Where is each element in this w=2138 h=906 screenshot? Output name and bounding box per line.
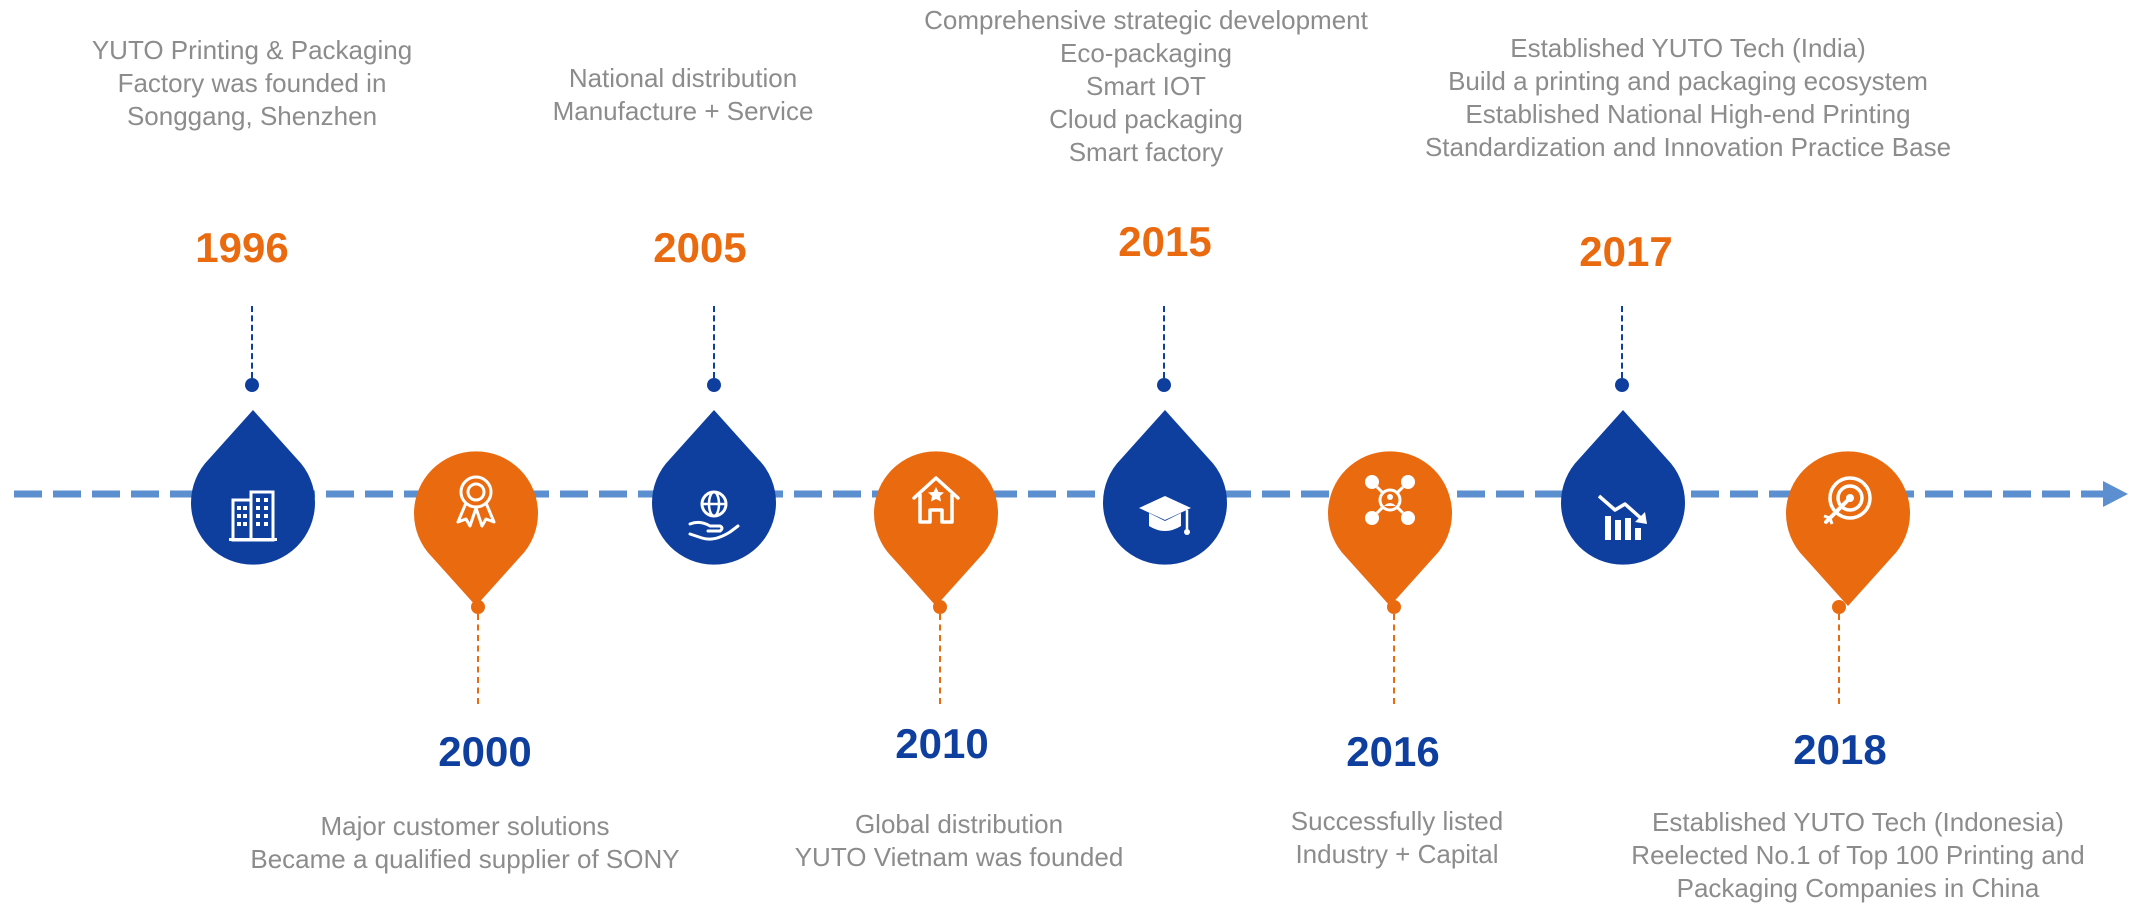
- target-icon: [1823, 476, 1872, 525]
- milestone-2005-connector: [707, 306, 721, 396]
- milestone-2017-description: Established YUTO Tech (India) Build a pr…: [1425, 32, 1951, 164]
- description-line: Songgang, Shenzhen: [126, 101, 378, 131]
- description-line: National distribution: [568, 63, 798, 93]
- network-icon: [1365, 475, 1415, 525]
- milestone-1996-pin: [191, 410, 315, 580]
- milestone-2005-year: 2005: [653, 224, 747, 271]
- description-line: Successfully listed: [1290, 806, 1504, 836]
- globe-hand-icon: [688, 490, 740, 541]
- milestone-2018-connector: [1832, 600, 1846, 706]
- description-line: Factory was founded in: [117, 68, 387, 98]
- award-ribbon-icon: [456, 475, 496, 528]
- description-line: Standardization and Innovation Practice …: [1424, 132, 1952, 162]
- milestone-2016-year: 2016: [1346, 728, 1440, 775]
- graduation-cap-icon: [1139, 496, 1191, 535]
- description-line: Established National High-end Printing: [1465, 99, 1911, 129]
- growth-chart-icon: [1597, 494, 1647, 540]
- description-line: Eco-packaging: [1060, 38, 1232, 68]
- description-line: Global distribution: [854, 809, 1064, 839]
- milestone-2000-connector: [471, 600, 485, 706]
- milestone-2015-connector: [1157, 306, 1171, 396]
- description-line: Build a printing and packaging ecosystem: [1448, 66, 1928, 96]
- milestone-2010-connector: [933, 600, 947, 706]
- milestone-2018-year: 2018: [1793, 726, 1887, 773]
- milestone-2000-description: Major customer solutions Became a qualif…: [250, 810, 679, 876]
- milestone-1996-year: 1996: [195, 224, 289, 271]
- milestone-2010-description: Global distribution YUTO Vietnam was fou…: [795, 808, 1124, 874]
- description-line: Major customer solutions: [320, 811, 610, 841]
- milestone-2015-description: Comprehensive strategic development Eco-…: [924, 4, 1368, 169]
- description-line: Industry + Capital: [1295, 839, 1499, 869]
- milestone-2018-description: Established YUTO Tech (Indonesia) Reelec…: [1631, 806, 2084, 905]
- milestone-2005-pin: [652, 410, 776, 580]
- description-line: Smart factory: [1068, 137, 1224, 167]
- description-line: Comprehensive strategic development: [924, 5, 1368, 35]
- building-icon: [229, 490, 277, 542]
- description-line: YUTO Printing & Packaging: [91, 35, 413, 65]
- description-line: Reelected No.1 of Top 100 Printing and: [1631, 840, 2085, 870]
- milestone-2018-pin: [1786, 436, 1910, 606]
- milestone-2000-year: 2000: [438, 728, 532, 775]
- milestone-2005-description: National distribution Manufacture + Serv…: [553, 62, 814, 128]
- timeline-arrowhead: [2103, 481, 2128, 507]
- milestone-2010-pin: [874, 436, 998, 606]
- milestone-2000-pin: [414, 436, 538, 606]
- description-line: Manufacture + Service: [552, 96, 814, 126]
- description-line: Cloud packaging: [1049, 104, 1243, 134]
- milestone-2017-year: 2017: [1579, 228, 1673, 275]
- milestone-1996-connector: [245, 306, 259, 396]
- milestone-1996-description: YUTO Printing & Packaging Factory was fo…: [92, 34, 412, 133]
- house-star-icon: [912, 476, 960, 524]
- milestone-2015-pin: [1103, 410, 1227, 580]
- milestone-2010-year: 2010: [895, 720, 989, 767]
- description-line: YUTO Vietnam was founded: [794, 842, 1124, 872]
- milestone-2017-connector: [1615, 306, 1629, 396]
- description-line: Established YUTO Tech (Indonesia): [1652, 807, 2064, 837]
- milestone-2015-year: 2015: [1118, 218, 1212, 265]
- milestone-2016-pin: [1328, 436, 1452, 606]
- milestone-2017-pin: [1561, 410, 1685, 580]
- milestone-2016-description: Successfully listed Industry + Capital: [1291, 805, 1503, 871]
- description-line: Established YUTO Tech (India): [1510, 33, 1866, 63]
- description-line: Smart IOT: [1086, 71, 1206, 101]
- milestone-2016-connector: [1387, 600, 1401, 706]
- description-line: Became a qualified supplier of SONY: [250, 844, 680, 874]
- description-line: Packaging Companies in China: [1676, 873, 2040, 903]
